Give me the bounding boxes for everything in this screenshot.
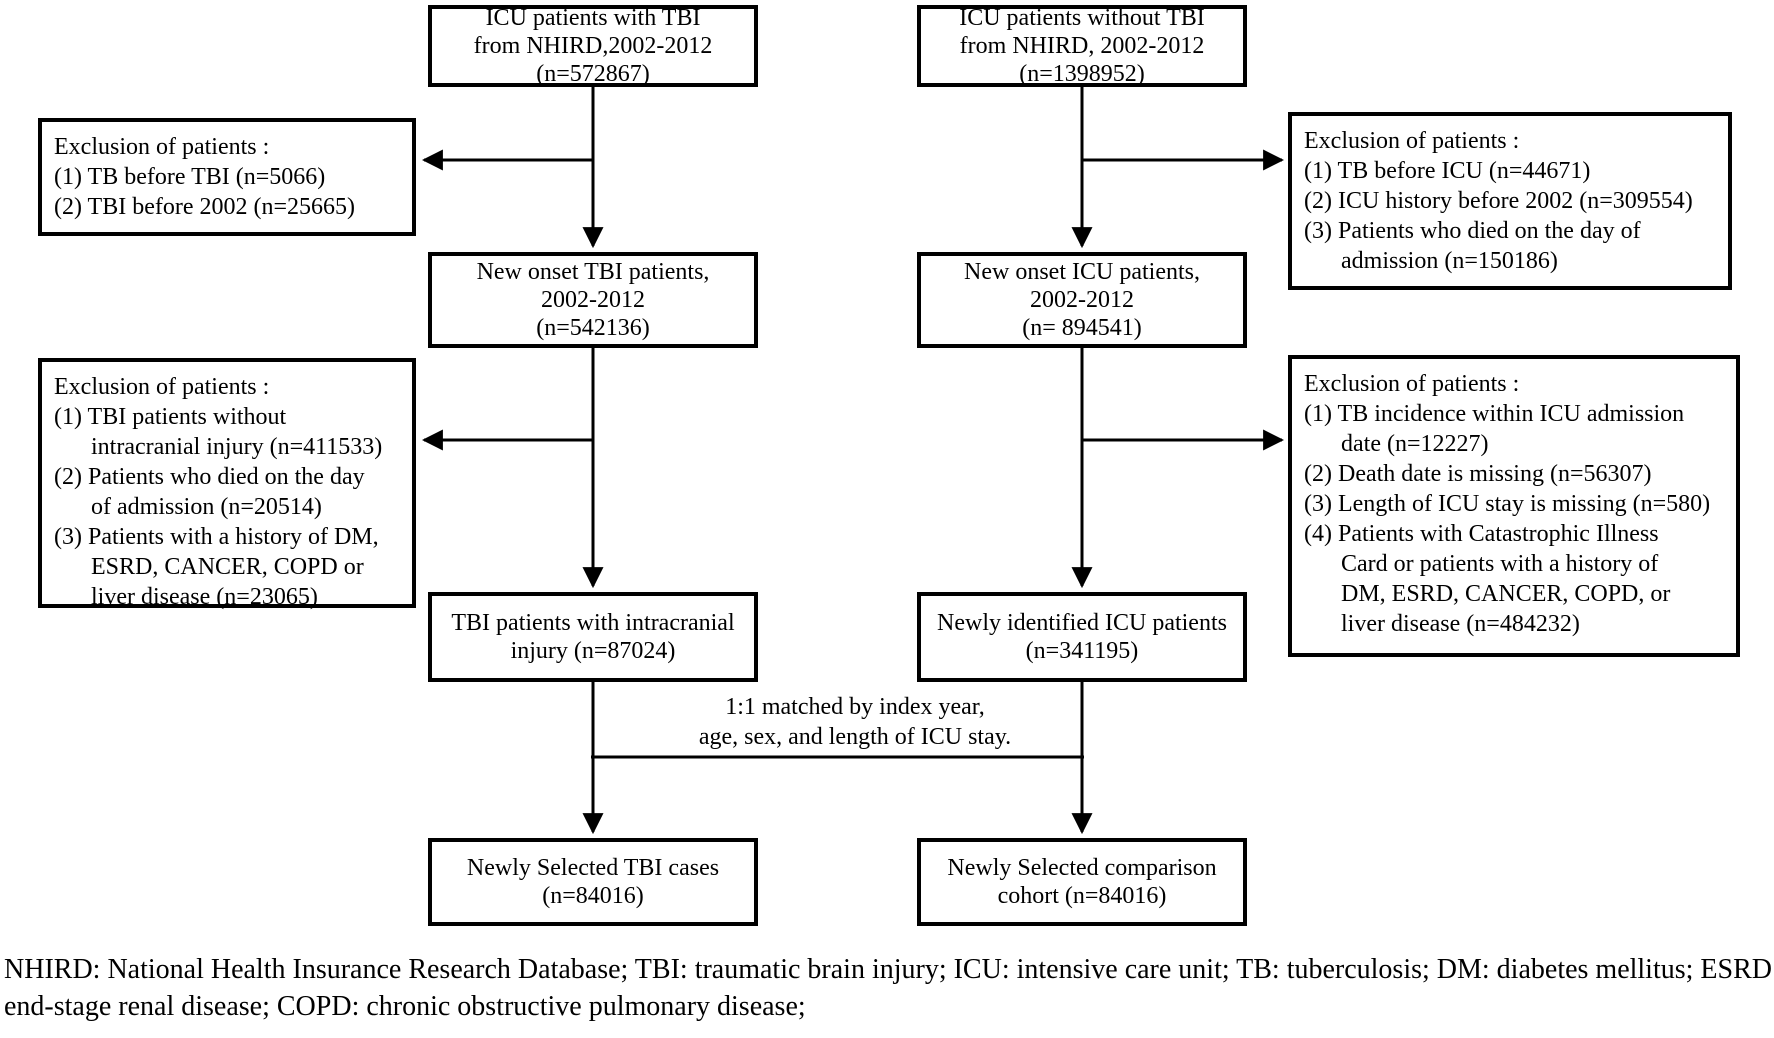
box-line: Exclusion of patients : [1304, 128, 1520, 154]
box-line: Newly identified ICU patients [937, 609, 1227, 636]
box-line: Exclusion of patients : [54, 374, 270, 400]
box-line: (4) Patients with Catastrophic Illness [1304, 521, 1659, 547]
box-line: Newly Selected comparison [947, 854, 1217, 881]
match-annotation: 1:1 matched by index year, age, sex, and… [620, 692, 1090, 752]
match-annotation-line: 1:1 matched by index year, [725, 694, 985, 720]
box-line: 2002-2012 [1030, 286, 1134, 313]
box-icu-new-onset: New onset ICU patients, 2002-2012 (n= 89… [917, 252, 1247, 348]
box-line: injury (n=87024) [510, 638, 676, 664]
box-line: intracranial injury (n=411533) [91, 434, 383, 460]
box-icu-source: ICU patients without TBI from NHIRD, 200… [917, 5, 1247, 87]
box-line: (3) Patients who died on the day of [1304, 218, 1641, 244]
box-line: of admission (n=20514) [91, 494, 322, 520]
box-line: (n= 894541) [1022, 315, 1142, 342]
box-tbi-intracranial: TBI patients with intracranial injury (n… [428, 592, 758, 682]
box-tbi-exclusion-1: Exclusion of patients : (1) TB before TB… [38, 118, 416, 236]
box-tbi-new-onset: New onset TBI patients, 2002-2012 (n=542… [428, 252, 758, 348]
box-line: 2002-2012 [541, 286, 645, 313]
box-line: (2) Death date is missing (n=56307) [1304, 461, 1652, 487]
box-tbi-selected: Newly Selected TBI cases (n=84016) [428, 838, 758, 926]
box-line: from NHIRD, 2002-2012 [959, 32, 1205, 59]
box-line: (3) Length of ICU stay is missing (n=580… [1304, 491, 1711, 517]
box-line: (1) TB incidence within ICU admission [1304, 401, 1685, 427]
box-line: (n=572867) [536, 61, 650, 88]
box-comparison-cohort: Newly Selected comparison cohort (n=8401… [917, 838, 1247, 926]
box-line: (3) Patients with a history of DM, [54, 524, 379, 550]
box-line: (2) ICU history before 2002 (n=309554) [1304, 188, 1693, 214]
box-tbi-source: ICU patients with TBI from NHIRD,2002-20… [428, 5, 758, 87]
box-line: ICU patients with TBI [485, 4, 701, 31]
box-line: (n=542136) [536, 315, 650, 342]
box-line: (2) Patients who died on the day [54, 464, 365, 490]
box-icu-exclusion-2: Exclusion of patients : (1) TB incidence… [1288, 355, 1740, 657]
footnote: NHIRD: National Health Insurance Researc… [4, 954, 1772, 1022]
box-line: (n=84016) [542, 883, 644, 909]
box-line: Exclusion of patients : [54, 134, 270, 160]
box-line: New onset TBI patients, [476, 258, 710, 285]
box-line: (n=1398952) [1019, 61, 1145, 88]
box-line: (1) TB before ICU (n=44671) [1304, 158, 1591, 184]
box-icu-exclusion-1: Exclusion of patients : (1) TB before IC… [1288, 112, 1732, 290]
box-line: date (n=12227) [1341, 431, 1489, 457]
box-line: (1) TB before TBI (n=5066) [54, 164, 326, 190]
box-line: Newly Selected TBI cases [466, 854, 720, 881]
box-tbi-exclusion-2: Exclusion of patients : (1) TBI patients… [38, 358, 416, 610]
box-line: New onset ICU patients, [964, 258, 1200, 285]
box-line: liver disease (n=23065) [91, 584, 318, 610]
box-line: (1) TBI patients without [54, 404, 287, 430]
box-line: ICU patients without TBI [959, 4, 1205, 31]
box-line: Exclusion of patients : [1304, 371, 1520, 397]
box-line: from NHIRD,2002-2012 [473, 32, 713, 59]
box-line: (n=341195) [1025, 638, 1139, 664]
box-line: TBI patients with intracranial [451, 609, 735, 636]
box-line: Card or patients with a history of [1341, 551, 1659, 577]
box-line: liver disease (n=484232) [1341, 611, 1580, 637]
box-icu-identified: Newly identified ICU patients (n=341195) [917, 592, 1247, 682]
box-line: ESRD, CANCER, COPD or [91, 554, 364, 580]
box-line: (2) TBI before 2002 (n=25665) [54, 194, 356, 220]
match-annotation-line: age, sex, and length of ICU stay. [698, 724, 1012, 750]
box-line: cohort (n=84016) [997, 883, 1167, 909]
box-line: admission (n=150186) [1341, 248, 1558, 274]
box-line: DM, ESRD, CANCER, COPD, or [1341, 581, 1671, 607]
